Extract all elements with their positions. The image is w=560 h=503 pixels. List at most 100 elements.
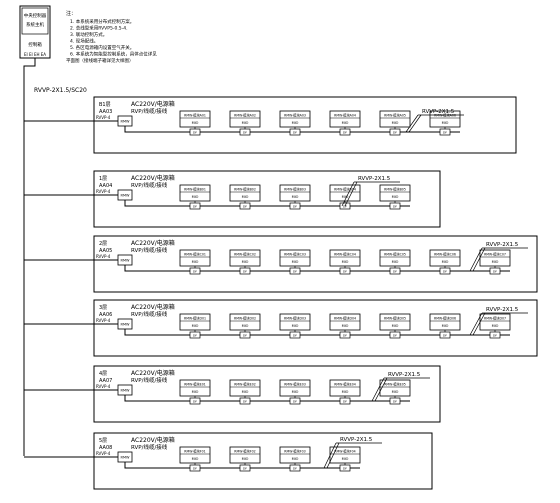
fuse-tag: DF [243,399,247,403]
feed-label: RVP/线缆/接线 [131,107,168,115]
floor-group[interactable]: B1层AA03RVVP-4AC220V/电源箱RVP/线缆/接线RMWRMW-模… [24,96,517,154]
box-label: AA06 [99,312,112,318]
fuse-tag: DF [293,269,297,273]
floor-label: 3层 [99,305,107,311]
module-tag: MIO [342,390,349,394]
floor-group[interactable]: 1层AA04RVVP-4AC220V/电源箱RVP/线缆/接线RMWRMW-模块… [24,170,441,228]
module-tag: MIO [292,260,299,264]
fuse-tag: DF [293,204,297,208]
left-cable-label: RVVP-4 [96,451,111,456]
notes-heading: 注： [66,10,76,17]
fuse-tag: DF [443,269,447,273]
box-label: AA03 [99,109,112,115]
gateway-label: RMW [121,389,130,393]
main-cable-label: RVVP-2X1.5/SC20 [34,87,87,94]
bus-line [124,395,410,402]
module-tag: MIO [292,195,299,199]
fuse-tag: DF [393,204,397,208]
module-name: RMW-模块B03 [284,187,306,192]
fuse-tag: DF [343,333,347,337]
floor-group[interactable]: 3层AA06RVVP-4AC220V/电源箱RVP/线缆/接线RMWRMW-模块… [24,299,538,357]
trunk-connector [23,58,36,97]
cable-leader [371,377,385,402]
box-label: AA08 [99,445,112,451]
module-tag: MIO [342,457,349,461]
note-line: 5. 各区电源箱内设置空气开关。 [70,44,134,51]
cable-leader [469,312,483,336]
power-label: AC220V/电源箱 [131,100,175,108]
fuse-tag: DF [493,269,497,273]
controller-subtitle: 系统主机 [26,21,44,28]
module-name: RMW-模块E04 [334,382,356,387]
fuse-tag: DF [193,399,197,403]
feed-label: RVP/线缆/接线 [131,246,168,254]
module-name: RMW-模块C07 [484,252,506,257]
module-name: RMW-模块E01 [184,382,206,387]
notes-block: 注： 1. 本系统采用分布式控制方案。2. 总线型采用RVVP5-0.5-4.3… [66,10,157,64]
cable-label: RVVP-2X1.5 [486,242,519,248]
fuse-tag: DF [343,466,347,470]
floor-group[interactable]: 4层AA07RVVP-4AC220V/电源箱RVP/线缆/接线RMWRMW-模块… [24,365,441,423]
module-name: RMW-模块D05 [384,316,406,321]
fuse-tag: DF [243,333,247,337]
group-frame [93,299,538,357]
note-line: 2. 总线型采用RVVP5-0.5-4. [70,25,128,32]
fuse-tag: DF [193,333,197,337]
module-name: RMW-模块D02 [234,316,256,321]
note-line: 1. 本系统采用分布式控制方案。 [70,18,134,25]
bus-line [124,265,510,272]
module-name: RMW-模块B05 [384,187,406,192]
module-name: RMW-模块C02 [234,252,256,257]
module-tag: MIO [492,260,499,264]
module-tag: MIO [192,121,199,125]
module-tag: MIO [292,121,299,125]
module-tag: MIO [392,195,399,199]
power-label: AC220V/电源箱 [131,174,175,182]
fuse-tag: DF [193,130,197,134]
floor-group[interactable]: 5层AA08RVVP-4AC220V/电源箱RVP/线缆/接线RMWRMW-模块… [24,432,433,490]
module-tag: MIO [392,390,399,394]
cable-leader [326,442,340,469]
cable-leader [405,114,419,133]
gateway-label: RMW [121,194,130,198]
floor-group[interactable]: 2层AA05RVVP-4AC220V/电源箱RVP/线缆/接线RMWRMW-模块… [24,235,538,293]
module-name: RMW-模块F01 [184,449,205,454]
feed-label: RVP/线缆/接线 [131,376,168,384]
feed-label: RVP/线缆/接线 [131,181,168,189]
box-label: AA04 [99,183,112,189]
module-name: RMW-模块F02 [234,449,255,454]
central-controller[interactable]: 中央控制器 系统主机 控制箱 EI EI EH EA [19,5,51,59]
